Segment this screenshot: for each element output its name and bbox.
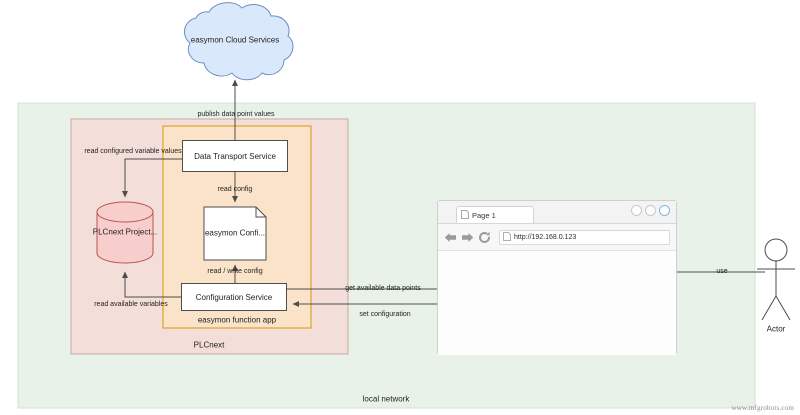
actor-label: Actor: [766, 324, 786, 334]
configuration-service-label: Configuration Service: [195, 292, 273, 302]
back-arrow-icon[interactable]: [444, 232, 457, 243]
forward-arrow-icon[interactable]: [461, 232, 474, 243]
node-configuration-service[interactable]: Configuration Service: [181, 283, 287, 311]
node-plcnext-project: [96, 201, 154, 264]
edge-label-read-configured: read configured variable values: [84, 148, 182, 156]
edge-label-read-write-config: read / write config: [207, 268, 263, 276]
browser-content-area: [438, 251, 676, 355]
node-easymon-config: [203, 206, 267, 261]
edge-label-set-configuration: set configuration: [359, 311, 411, 319]
edge-label-get-data-points: get available data points: [345, 285, 421, 293]
plcnext-project-label: PLCnext Project...: [92, 227, 158, 237]
container-function-app-label: easymon function app: [197, 315, 277, 325]
data-transport-service-label: Data Transport Service: [194, 151, 276, 161]
container-local-network-label: local network: [362, 394, 410, 404]
close-circle-icon[interactable]: [659, 205, 670, 216]
edge-label-read-available: read available variables: [94, 301, 168, 309]
browser-tab-bar: Page 1: [438, 201, 676, 224]
edge-label-read-config: read config: [217, 186, 253, 194]
browser-tab-page-1[interactable]: Page 1: [456, 206, 534, 223]
page-icon: [461, 206, 469, 224]
node-data-transport-service[interactable]: Data Transport Service: [182, 140, 288, 172]
maximize-circle-icon[interactable]: [645, 205, 656, 216]
browser-tab-label: Page 1: [472, 210, 496, 220]
minimize-circle-icon[interactable]: [631, 205, 642, 216]
node-actor: [757, 238, 795, 321]
url-bar[interactable]: http://192.168.0.123: [499, 228, 670, 246]
reload-icon[interactable]: [478, 231, 491, 244]
node-cloud: [184, 2, 294, 81]
edge-read-configured: [122, 158, 182, 198]
cloud-label: easymon Cloud Services: [190, 35, 280, 45]
page-icon: [503, 228, 511, 246]
watermark: www.mfgrobots.com: [731, 404, 794, 412]
browser-window[interactable]: Page 1: [437, 200, 677, 355]
window-controls[interactable]: [631, 205, 670, 216]
container-plcnext-label: PLCnext: [193, 340, 225, 350]
edge-read-available: [122, 271, 181, 298]
url-text: http://192.168.0.123: [514, 233, 577, 241]
edge-label-use: use: [716, 268, 728, 276]
browser-toolbar: http://192.168.0.123: [438, 224, 676, 251]
easymon-config-label: easymon Confi...: [204, 228, 266, 238]
edge-label-publish: publish data point values: [197, 111, 275, 119]
